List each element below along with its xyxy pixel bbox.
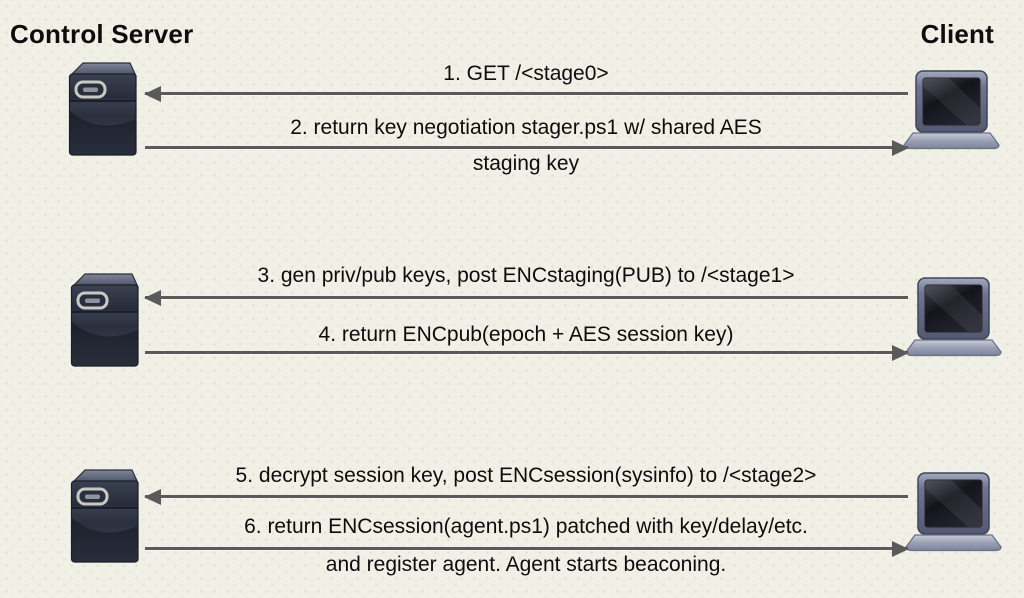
client-title: Client xyxy=(920,19,994,49)
message-5-label: 5. decrypt session key, post ENCsession(… xyxy=(235,464,817,487)
server-icon xyxy=(66,466,139,564)
message-6-label: 6. return ENCsession(agent.ps1) patched … xyxy=(244,515,808,538)
message-6-arrow-right xyxy=(145,540,909,557)
message-4-label: 4. return ENCpub(epoch + AES session key… xyxy=(318,323,734,346)
message-5-arrow-left xyxy=(144,488,908,505)
laptop-icon xyxy=(903,70,1000,152)
server-icon xyxy=(64,59,137,157)
message-2-arrow-right xyxy=(145,139,909,156)
laptop-icon xyxy=(905,277,1002,359)
message-4-arrow-right xyxy=(145,344,909,361)
message-1-label: 1. GET /<stage0> xyxy=(443,62,609,85)
control-server-title: Control Server xyxy=(10,19,194,49)
message-3-arrow-left xyxy=(144,289,908,306)
laptop-icon xyxy=(905,472,1002,554)
message-3-label: 3. gen priv/pub keys, post ENCstaging(PU… xyxy=(257,264,795,287)
message-2-label-line2: staging key xyxy=(472,152,580,175)
message-1-arrow-left xyxy=(144,85,908,102)
server-icon xyxy=(66,270,139,368)
message-6-label-line2: and register agent. Agent starts beaconi… xyxy=(325,553,727,576)
message-2-label: 2. return key negotiation stager.ps1 w/ … xyxy=(290,116,762,139)
